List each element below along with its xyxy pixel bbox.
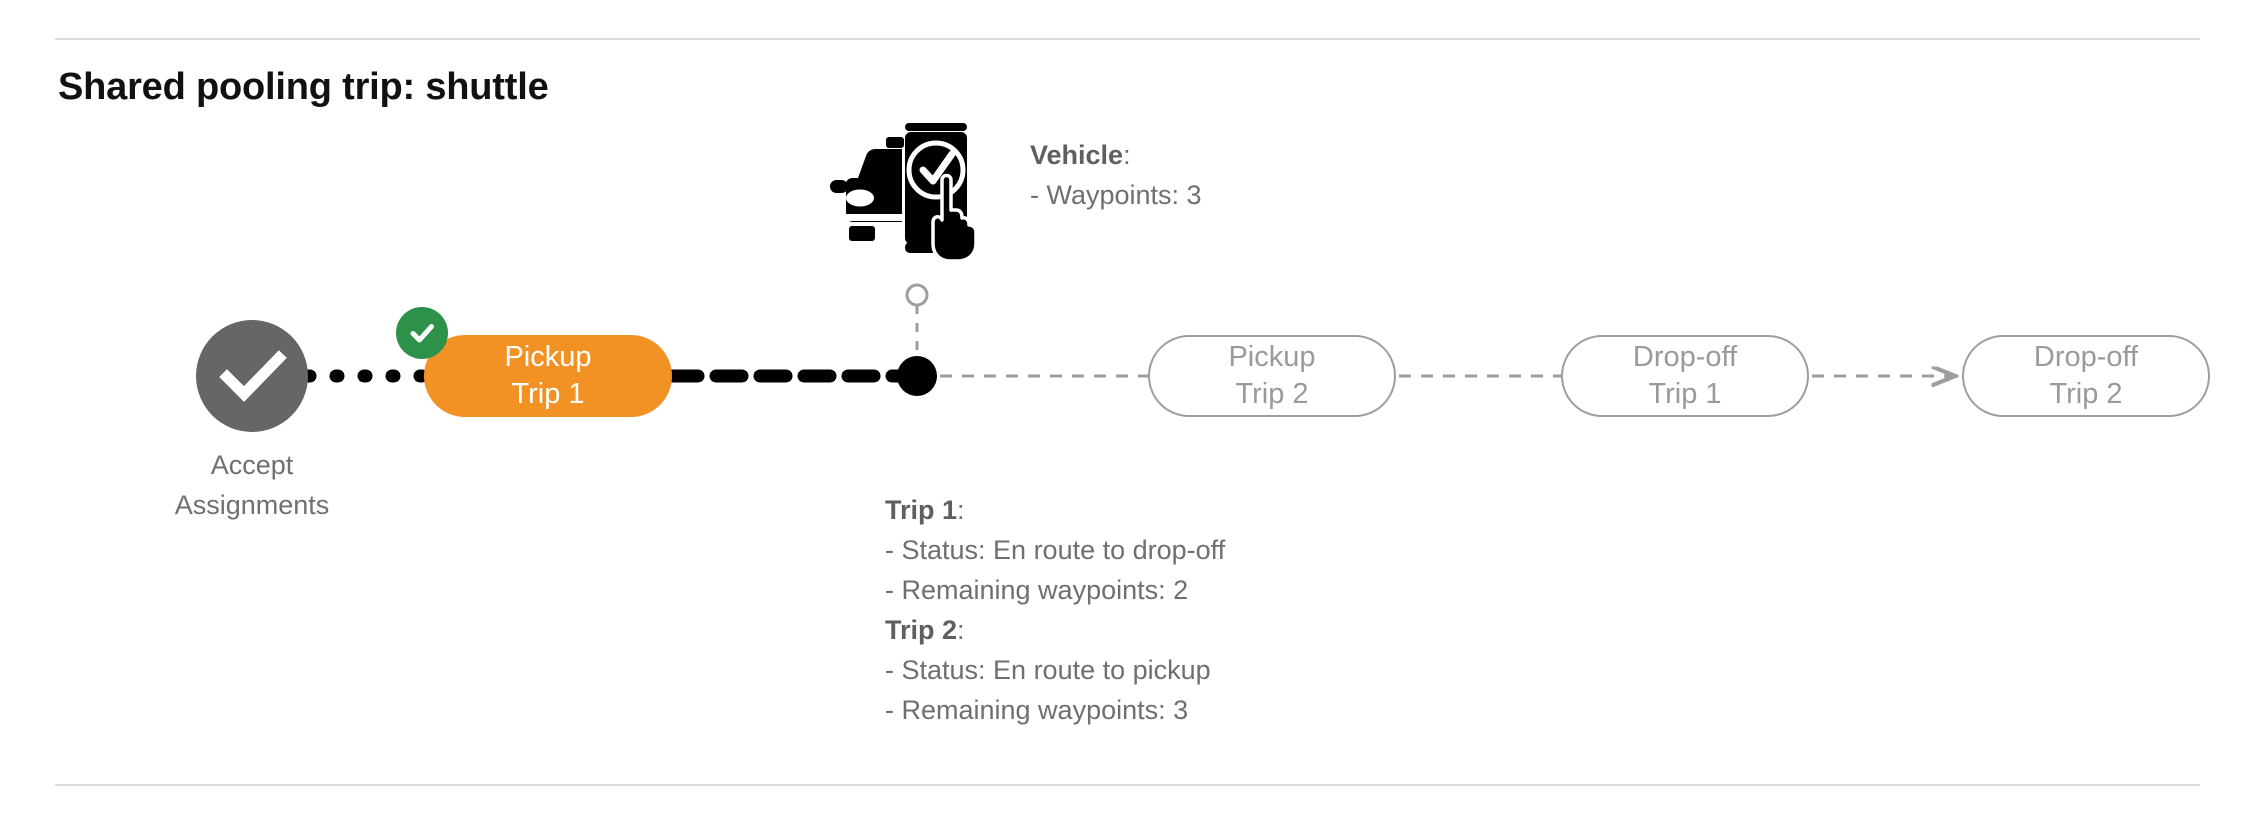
vehicle-position-dot [897,356,937,396]
vehicle-info-heading-text: Vehicle [1030,140,1124,170]
trip-1-heading-suffix: : [957,495,965,525]
trip-1-remaining-waypoints: - Remaining waypoints: 2 [885,575,1189,605]
node-pickup-trip-1-line2: Trip 1 [511,378,585,410]
node-dropoff-trip-2-line1: Drop-off [2033,341,2139,373]
node-dropoff-trip-2[interactable]: Drop-off Trip 2 [1962,335,2210,417]
page-title: Shared pooling trip: shuttle [58,66,549,108]
vehicle-info-heading-suffix: : [1123,140,1131,170]
node-dropoff-trip-1-line2: Trip 1 [1648,378,1722,410]
bottom-divider [55,784,2200,786]
node-dropoff-trip-2-line2: Trip 2 [2049,378,2123,410]
top-divider [55,38,2200,40]
node-dropoff-trip-1-line1: Drop-off [1632,341,1738,373]
check-icon [396,307,448,359]
node-pickup-trip-2-line1: Pickup [1228,341,1316,373]
node-accept-assignments[interactable]: Accept Assignments [175,320,329,520]
trip-2-heading-text: Trip 2 [885,615,958,645]
trip-2-status: - Status: En route to pickup [885,655,1211,685]
trip-1-heading-text: Trip 1 [885,495,958,525]
trip-info-block: Trip 1: - Status: En route to drop-off -… [885,490,1225,730]
node-accept-assignments-label: Accept Assignments [174,450,330,520]
vehicle-info-block: Vehicle: - Waypoints: 3 [1030,135,1202,215]
vehicle-info-heading: Vehicle: [1030,135,1202,175]
node-dropoff-trip-1[interactable]: Drop-off Trip 1 [1561,335,1809,417]
vehicle-leader-ring [905,283,929,307]
trip-2-heading: Trip 2: [885,610,1225,650]
trip-2-heading-suffix: : [957,615,965,645]
node-pickup-trip-2[interactable]: Pickup Trip 2 [1148,335,1396,417]
check-circle-icon [196,320,308,432]
node-pickup-trip-2-line2: Trip 2 [1235,378,1309,410]
vehicle-info-row-waypoints: - Waypoints: 3 [1030,180,1202,210]
trip-1-status: - Status: En route to drop-off [885,535,1226,565]
car-phone-check-icon [820,118,980,263]
node-pickup-trip-1-line1: Pickup [504,341,592,373]
trip-2-remaining-waypoints: - Remaining waypoints: 3 [885,695,1189,725]
node-pickup-trip-1[interactable]: Pickup Trip 1 [396,307,672,417]
trip-1-heading: Trip 1: [885,490,1225,530]
